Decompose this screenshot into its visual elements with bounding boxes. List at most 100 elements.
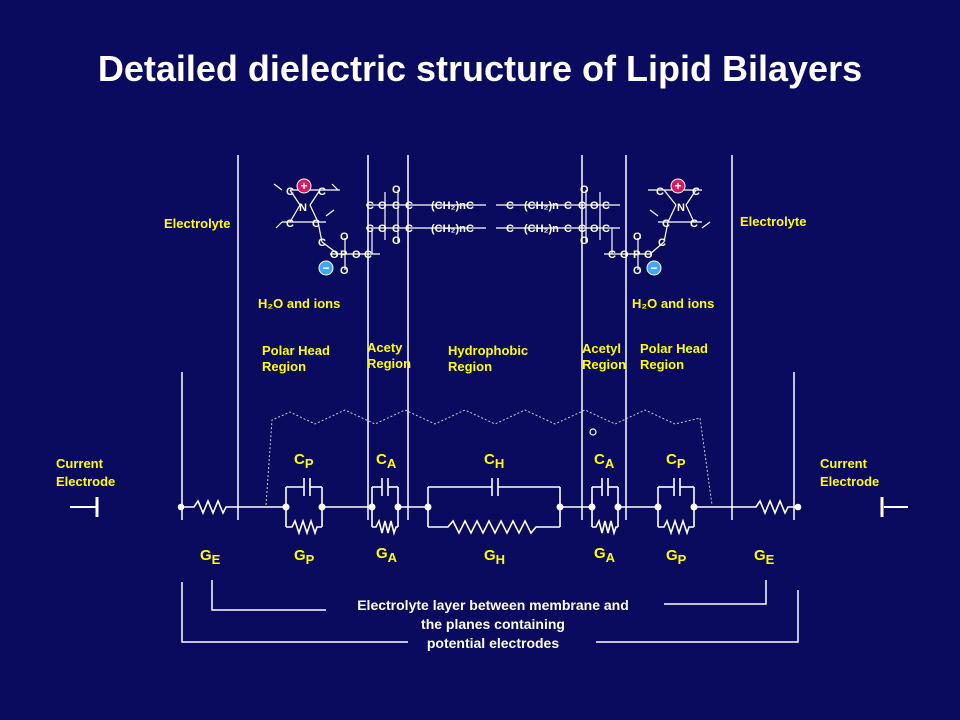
atom-o: O <box>633 231 642 243</box>
cond-label-ge-left: GE <box>200 547 221 567</box>
atom-c: C <box>318 186 326 198</box>
capacitor-labels: CP CA CH CA CP <box>294 451 686 471</box>
atom-o: O <box>392 235 401 247</box>
atom-o: O <box>590 200 599 212</box>
caption-line-1: Electrolyte layer between membrane and <box>357 597 629 613</box>
cond-label-ge-right: GE <box>754 547 775 567</box>
hydrophobic-label-2: Region <box>448 359 492 374</box>
caption-line-3: potential electrodes <box>427 635 559 651</box>
current-electrode-right-label-1: Current <box>820 456 868 471</box>
atom-c: C <box>318 237 326 249</box>
cap-label-ca-right: CA <box>594 451 615 471</box>
polar-head-left-label-1: Polar Head <box>262 343 330 358</box>
atom-c: C <box>366 200 374 212</box>
polar-head-right-label-2: Region <box>640 357 684 372</box>
chain-label: (CH₂)n <box>431 223 466 235</box>
atom-o: O <box>644 249 653 261</box>
atom-p: P <box>633 249 640 261</box>
atom-o: O <box>330 249 339 261</box>
atom-o: O <box>392 184 401 196</box>
positive-charge-symbol: + <box>300 179 307 193</box>
atom-o: O <box>620 249 629 261</box>
electrolyte-right-label: Electrolyte <box>740 214 806 229</box>
water-ions-right-label: H₂O and ions <box>632 296 714 311</box>
atom-c: C <box>286 186 294 198</box>
caption-line-2: the planes containing <box>421 616 565 632</box>
negative-charge-icon <box>318 260 334 276</box>
cap-label-ca-left: CA <box>376 451 397 471</box>
negative-charge-symbol: − <box>650 261 657 275</box>
atom-c: C <box>656 186 664 198</box>
polar-head-right-label-1: Polar Head <box>640 341 708 356</box>
circuit-nodes <box>282 503 698 511</box>
electrolyte-left-label: Electrolyte <box>164 216 230 231</box>
cap-label-ch: CH <box>484 451 504 471</box>
atom-c: C <box>602 223 610 235</box>
atom-c: C <box>578 200 586 212</box>
water-ions-left-label: H₂O and ions <box>258 296 340 311</box>
atom-o: O <box>580 184 589 196</box>
atom-c: C <box>364 249 372 261</box>
electrode-labels: Current Electrode Current Electrode <box>56 456 879 489</box>
atom-c: C <box>312 218 320 230</box>
atom-c: C <box>608 249 616 261</box>
boundary-planes <box>181 155 795 520</box>
atom-c: C <box>392 200 400 212</box>
atom-c: C <box>286 218 294 230</box>
chain-label: (CH₂)n <box>431 200 466 212</box>
cond-label-gp-right: GP <box>666 547 687 567</box>
cond-label-gp-left: GP <box>294 547 315 567</box>
lipid-molecule-right <box>496 189 711 270</box>
atom-n: N <box>299 202 307 214</box>
atom-o: O <box>633 265 642 277</box>
slide-title: Detailed dielectric structure of Lipid B… <box>97 48 863 89</box>
atom-c: C <box>506 200 514 212</box>
charge-markers-left: + − <box>296 178 334 276</box>
current-electrode-right-icon <box>880 497 908 517</box>
chain-label: (CH₂)n <box>524 200 559 212</box>
atom-p: P <box>340 249 347 261</box>
atom-c: C <box>466 200 474 212</box>
chain-label: (CH₂)n <box>524 223 559 235</box>
positive-charge-symbol: + <box>674 179 681 193</box>
atom-c: C <box>506 223 514 235</box>
charge-markers-right: + − <box>646 178 686 276</box>
atom-c: C <box>662 218 670 230</box>
positive-charge-icon <box>296 178 312 194</box>
region-labels: Electrolyte Electrolyte H₂O and ions H₂O… <box>164 214 806 374</box>
atom-c: C <box>392 223 400 235</box>
atom-o: O <box>580 235 589 247</box>
atom-c: C <box>578 223 586 235</box>
atom-c: C <box>692 186 700 198</box>
cond-label-ga-right: GA <box>594 545 616 565</box>
atom-o: O <box>340 231 349 243</box>
negative-charge-icon <box>646 260 662 276</box>
hydrophobic-label-1: Hydrophobic <box>448 343 528 358</box>
cond-label-gh: GH <box>484 547 505 567</box>
conductance-labels: GE GP GA GH GA GP GE <box>200 545 775 567</box>
marker-dot-icon <box>589 428 597 436</box>
cond-label-ga-left: GA <box>376 545 398 565</box>
atom-o: O <box>378 223 387 235</box>
acetyl-left-label-2: Region <box>367 356 411 371</box>
positive-charge-icon <box>670 178 686 194</box>
atom-c: C <box>466 223 474 235</box>
atom-o: O <box>352 249 361 261</box>
atom-o: O <box>378 200 387 212</box>
atom-o: O <box>340 265 349 277</box>
current-electrode-left-icon <box>70 497 99 517</box>
cap-label-cp-left: CP <box>294 451 314 471</box>
atom-c: C <box>405 223 413 235</box>
atom-c: C <box>366 223 374 235</box>
atom-c: C <box>564 223 572 235</box>
atom-o: O <box>590 223 599 235</box>
atom-c: C <box>564 200 572 212</box>
negative-charge-symbol: − <box>322 261 329 275</box>
lipid-atoms-left: C C N C C C O P O C O O C O C C C O C C … <box>286 184 474 277</box>
acetyl-left-label-1: Acety <box>367 340 403 355</box>
current-electrode-left-label-2: Electrode <box>56 474 115 489</box>
acetyl-right-label-1: Acetyl <box>582 341 621 356</box>
current-electrode-left-label-1: Current <box>56 456 104 471</box>
